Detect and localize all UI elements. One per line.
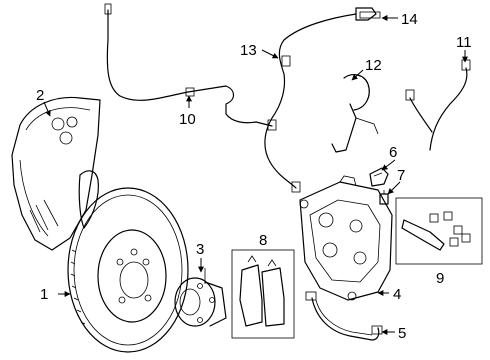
callout-13: 13 [240, 42, 257, 59]
callout-14: 14 [401, 11, 418, 28]
callout-11: 11 [456, 34, 472, 51]
callout-12: 12 [365, 57, 382, 74]
sensor-harness [264, 13, 357, 193]
brake-rotor [67, 187, 189, 353]
hardware-kit [395, 197, 483, 265]
dust-shield [11, 96, 101, 251]
callout-5: 5 [398, 325, 406, 342]
callout-6: 6 [389, 144, 397, 161]
callout-4: 4 [393, 286, 401, 303]
brake-caliper [299, 175, 393, 301]
wheel-speed-sensor [331, 74, 379, 153]
callout-2: 2 [36, 87, 44, 104]
callout-10: 10 [179, 111, 196, 128]
callout-1: 1 [40, 286, 48, 303]
callout-3: 3 [196, 241, 204, 258]
sensor-connector [355, 7, 381, 21]
caliper-bolt-cap [369, 167, 389, 187]
brake-hose [305, 291, 383, 341]
callout-9: 9 [436, 270, 444, 287]
brake-line [405, 59, 471, 151]
wheel-hub [174, 268, 227, 327]
callout-7: 7 [397, 167, 405, 184]
bleeder-screw [379, 190, 389, 205]
callout-8: 8 [259, 232, 267, 249]
brake-pads-kit [231, 249, 295, 339]
